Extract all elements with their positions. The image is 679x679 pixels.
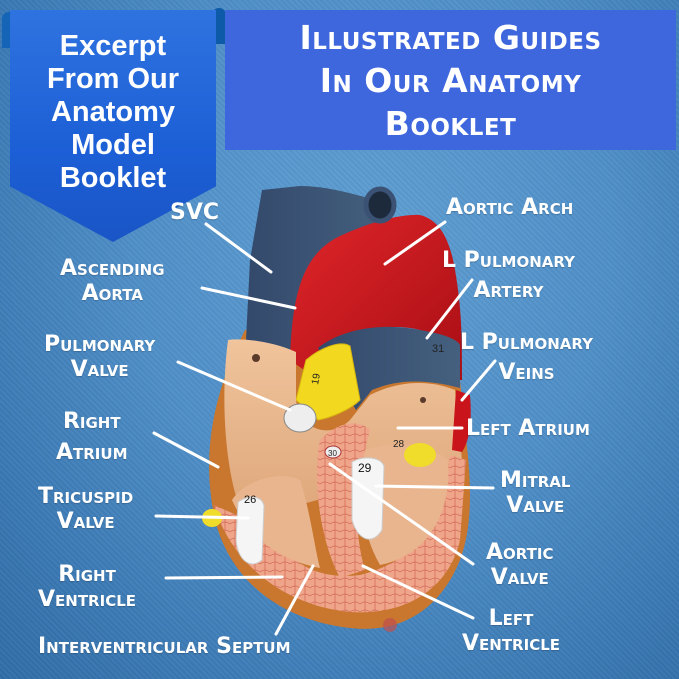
svg-text:19: 19 (310, 372, 323, 385)
title-line: Illustrated Guides (299, 18, 602, 57)
tricuspid-valve-leader-line (154, 514, 250, 520)
mitral-valve-leader-line (374, 484, 495, 490)
ascending-aorta-leader-line (200, 286, 297, 310)
label-interventricular-septum: Interventricular Septum (38, 634, 291, 659)
ventricle-wall-shape (214, 455, 466, 613)
label-aortic-arch: Aortic Arch (446, 195, 574, 220)
ribbon-line: Anatomy (50, 96, 176, 128)
l-pulmonary-veins-leader-line (460, 359, 497, 402)
label-left-ventricle: Left Ventricle (462, 606, 561, 656)
svc-leader-line (204, 222, 273, 274)
title-line: In Our Anatomy (319, 61, 582, 100)
svg-text:28: 28 (393, 439, 405, 450)
label-mitral-valve: Mitral Valve (500, 468, 571, 518)
ribbon-line: Excerpt (59, 30, 167, 62)
right-ventricle-leader-line (164, 575, 284, 580)
excerpt-ribbon-text: Excerpt From Our Anatomy Model Booklet (10, 30, 216, 195)
title-box (225, 10, 676, 150)
label-right-atrium: Right Atrium (56, 409, 128, 465)
label-left-atrium: Left Atrium (466, 416, 590, 441)
ribbon-line: From Our (46, 63, 180, 95)
label-aortic-valve: Aortic Valve (486, 540, 554, 590)
excerpt-ribbon-banner (10, 10, 216, 242)
mitral-valve-shape (351, 457, 385, 540)
label-right-ventricle: Right Ventricle (38, 562, 137, 612)
aortic-valve-leader-line (328, 462, 475, 566)
svg-text:26: 26 (244, 494, 256, 506)
leader-lines (152, 220, 497, 636)
ribbon-line: Booklet (59, 162, 167, 194)
title-line: Booklet (384, 104, 517, 143)
right-atrium-leader-line (152, 431, 220, 469)
label-l-pulmonary-veins: L Pulmonary Veins (460, 330, 593, 385)
label-ascending-aorta: Ascending Aorta (60, 256, 165, 306)
label-tricuspid-valve: Tricuspid Valve (38, 484, 134, 534)
left-ventricle-leader-line (361, 564, 475, 620)
label-svc: SVC (170, 200, 220, 225)
label-pulmonary-valve: Pulmonary Valve (44, 332, 156, 382)
svg-text:30: 30 (328, 449, 337, 458)
svg-text:29: 29 (358, 461, 372, 475)
svg-text:31: 31 (432, 343, 444, 355)
pulmonary-valve-shape (283, 403, 317, 433)
pulmonary-valve-leader-line (176, 360, 292, 412)
ribbon-line: Model (71, 129, 155, 161)
pulmonary-trunk-shape (295, 343, 361, 421)
label-l-pulmonary-artery: L Pulmonary Artery (442, 248, 575, 303)
page-title: Illustrated Guides In Our Anatomy Bookle… (225, 16, 676, 145)
l-pulmonary-artery-leader-line (425, 278, 474, 340)
tricuspid-valve-shape (235, 496, 265, 565)
septum-leader-line (274, 564, 315, 636)
aortic-arch-leader-line (383, 220, 447, 266)
